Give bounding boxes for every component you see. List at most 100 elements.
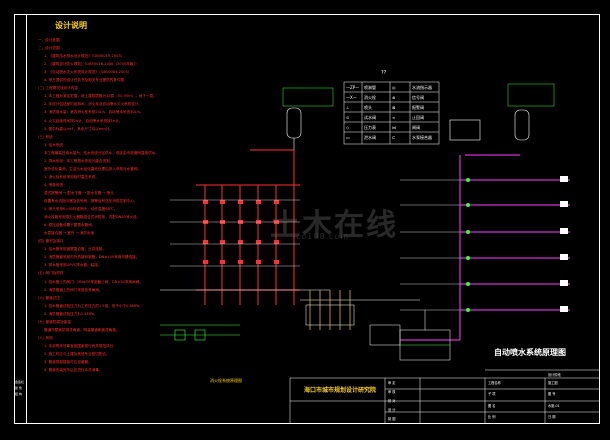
- note-line: 4. 喷淋系统: [44, 182, 63, 187]
- hydrant-system: [196, 149, 300, 305]
- legend-symbol: ⊥: [346, 105, 350, 110]
- legend-symbol: ◎: [392, 85, 396, 90]
- note-line: 1. 给水管道试验压力为工作压力的1.5倍，但不小于0.6MPa。: [44, 303, 143, 308]
- side-note-3: 结 构: [15, 392, 22, 396]
- legend-symbol: ⊙: [346, 115, 350, 120]
- note-line: (五) 阀门及附件: [38, 271, 64, 276]
- sprinkler-system: [400, 154, 570, 341]
- note-line: 3. 管道穿越楼板时应设套管。: [44, 360, 92, 364]
- note-line: 水泵接合器 → 室外 → 消防水池: [44, 231, 95, 236]
- note-line: 设置有水流指示器及信号阀，报警信号送至消防控制中心。: [44, 199, 138, 203]
- legend-symbol: ⋈: [392, 125, 396, 130]
- hydrant-cabinets: [203, 200, 279, 264]
- legend-label: 消火栓: [364, 95, 376, 100]
- side-note-2: 建 筑: [15, 386, 22, 390]
- note-line: 2. 消防管道采用内外热镀锌钢管，DN≥100采用沟槽连接。: [44, 255, 140, 260]
- note-line: 5. 喷头采用K=80标准喷头，动作温度68℃。: [44, 207, 118, 212]
- legend-label: 水流指示器: [412, 85, 432, 90]
- note-line: 2. 《建筑设计防火规范》（GB50016-2006（2005年版））: [44, 62, 139, 67]
- notes-title: 设计说明: [55, 20, 87, 30]
- titleblock-role: 审 核: [388, 390, 396, 394]
- watermark-logo: 土木在线: [270, 208, 398, 243]
- legend-symbol: ◇: [346, 125, 350, 130]
- note-line: 湿式报警阀 → 配水干管 → 配水支管 → 喷头: [44, 190, 114, 195]
- note-line: 4. 管道安装完毕后应进行冲洗消毒。: [44, 368, 103, 373]
- legend-symbol: ⊗: [392, 95, 396, 100]
- note-line: 3. 消防用水量：室内消火栓系统20L/s，自动喷水系统30L/s。: [44, 110, 144, 115]
- note-line: 消火栓箱采用带灭火器箱组合式消防柜，内配DN65消火栓。: [44, 215, 141, 220]
- note-line: 1. 给水系统: [44, 142, 63, 147]
- legend-label: 报警阀: [412, 105, 424, 110]
- note-line: (三) 系统: [38, 134, 53, 139]
- left-green-note: [282, 87, 334, 107]
- mid-risers: [309, 290, 351, 330]
- note-line: (七) 管道防腐及保温: [38, 319, 71, 324]
- legend-table: [343, 81, 440, 145]
- note-line: 2. 本设计包括室内给排水、消火栓及自动喷水灭火系统设计。: [44, 102, 143, 107]
- note-line: 1. 本工程为某住宅楼，地上建筑层数为18层（50.95m），地下一层。: [44, 94, 157, 99]
- titleblock-cell: 设计阶段: [548, 373, 561, 377]
- note-line: 1. 给水管采用钢塑复合管，丝扣连接。: [44, 247, 107, 252]
- legend-symbol: ▭: [346, 135, 350, 140]
- note-line: 1. 本说明未尽事宜按国家现行有关规范执行。: [44, 343, 117, 348]
- legend-label: 试水阀: [364, 115, 376, 120]
- titleblock-cell: 图 号: [548, 392, 556, 396]
- note-line: 4. 甲方提供的设计任务书及相关专业提供的条件图: [44, 78, 125, 83]
- note-line: (二) 工程概况及设计内容: [38, 86, 78, 91]
- titleblock-cell: 日 期: [548, 415, 556, 419]
- note-line: 2. 施工时应与土建及其他专业密切配合。: [44, 351, 110, 356]
- side-note-1: 会签栏: [15, 380, 25, 384]
- drawing-frame: [14, 14, 600, 424]
- pump-room-left-ground: [160, 289, 420, 301]
- firm-name: 海口市城市规划设计研究院: [304, 387, 377, 394]
- legend-symbol: —X—: [346, 95, 357, 100]
- note-line: 2. 排水系统：本工程排水采用污废合流制。: [44, 158, 114, 163]
- legend-label: 止回阀: [412, 115, 424, 120]
- note-line: 5. 图中标高以m计，其余尺寸均以mm计。: [44, 126, 113, 131]
- titleblock-cell: 图 名: [488, 404, 496, 408]
- roof-tank-left: [286, 107, 302, 150]
- titleblock-cell: 工程名称: [488, 381, 501, 385]
- legend-label: 泄水阀: [364, 135, 376, 140]
- hydrant-diagram-caption: 消火栓系统原理图: [210, 378, 242, 383]
- note-line: 2. 消防管道上的阀门采用信号闸阀。: [44, 287, 103, 292]
- note-line: 1. 给水管上的阀门：DN≤50采用截止阀，DN>50采用闸阀。: [44, 279, 143, 284]
- titleblock-role: 审 定: [388, 381, 396, 385]
- note-line: 2. 消防管道试验压力为1.4MPa。: [44, 311, 98, 316]
- legend-symbol: —ZP—: [346, 85, 360, 90]
- legend-symbol: ⊏: [392, 135, 396, 140]
- pump-room-left: [160, 324, 240, 341]
- legend-label: 水泵接合器: [412, 135, 432, 140]
- titleblock-cell: 比 例: [488, 415, 496, 419]
- watermark-url: co188.com: [296, 232, 350, 241]
- legend-label: 信号阀: [412, 95, 424, 100]
- titleblock-cell: 子 项: [488, 392, 496, 396]
- titleblock-role: 校 对: [388, 399, 396, 403]
- sprinkler-diagram-title: 自动喷水系统原理图: [494, 347, 566, 357]
- note-line: 1. 《建筑给水排水设计规范》（GB50015-2003）: [44, 54, 125, 59]
- floor-lines-right: [400, 179, 460, 311]
- right-green-note: [507, 83, 555, 107]
- binding-margin: [26, 14, 27, 424]
- legend-symbol: ∞: [392, 115, 396, 120]
- note-line: 4. 火灾延续时间按2h计，自动喷水系统按1h计。: [44, 118, 123, 123]
- note-line: (四) 管材及接口: [38, 239, 64, 244]
- note-line: (八) 其他: [38, 335, 53, 340]
- titleblock-cell: 施工图: [548, 381, 558, 385]
- legend-label: 闸阀: [412, 125, 420, 130]
- pump-room-right: [399, 310, 451, 361]
- note-line: 3. 《自动喷水灭火系统设计规范》（GB50084-2005）: [44, 70, 132, 75]
- title-block-frame: [289, 369, 600, 424]
- floor-lines-left: [170, 199, 300, 267]
- legend-label: 喷头: [364, 105, 372, 110]
- legend-label: 喷淋管: [364, 85, 376, 90]
- legend-symbol: ⊠: [392, 105, 396, 110]
- flow-indicators: [466, 178, 470, 312]
- sprinkler-heads: [560, 176, 568, 312]
- note-line: 本工程最高日用水量为，给水系统分区供水，低区由市政管网直接供水。: [44, 150, 159, 155]
- titleblock-role: 设 计: [388, 408, 396, 412]
- roof-tank-right: [449, 109, 530, 141]
- note-line: 一、设计依据: [38, 38, 60, 42]
